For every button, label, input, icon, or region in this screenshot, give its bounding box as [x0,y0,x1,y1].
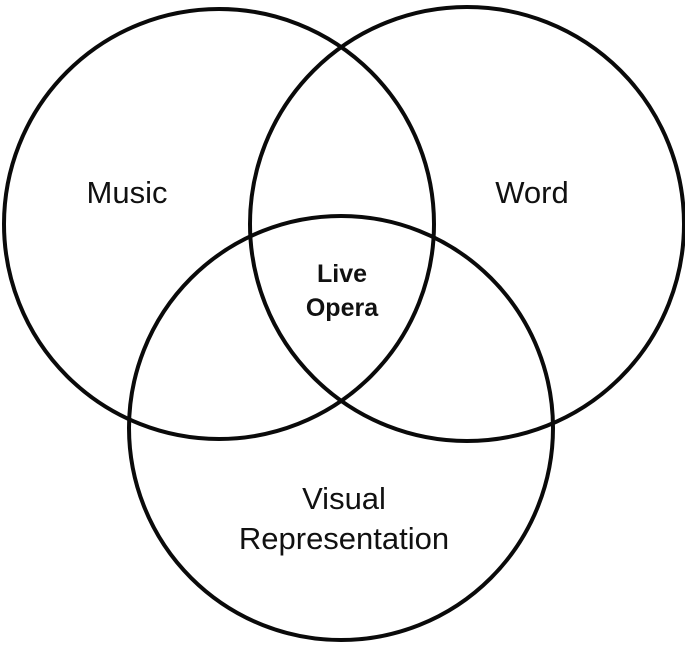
word-label: Word [495,175,569,210]
center-label-line1: Live [317,260,367,288]
visual-label-line1: Visual [302,481,386,516]
music-circle [2,7,436,441]
visual-representation-circle [127,214,555,642]
word-circle [248,5,685,443]
visual-label-line2: Representation [239,521,449,556]
music-label: Music [87,175,168,210]
center-label-line2: Opera [306,294,379,322]
